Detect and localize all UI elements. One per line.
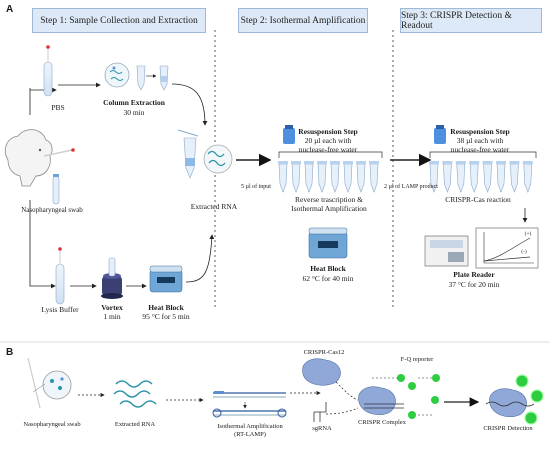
label-plate-reader: Plate Reader [453, 270, 495, 279]
label-column-time: 30 min [123, 108, 145, 117]
label-heat-block-1: Heat Block [148, 303, 184, 312]
label-plate-reader-condition: 37 °C for 20 min [448, 280, 500, 289]
label-vortex-time: 1 min [103, 312, 121, 321]
rna-circle-icon [203, 144, 233, 174]
pcr-tube-cap [442, 161, 453, 164]
label-b-extracted-rna: Extracted RNA [114, 421, 156, 428]
label-extracted-rna: Extracted RNA [190, 202, 238, 211]
pcr-tube [317, 163, 327, 193]
label-b-sgrna: sgRNA [312, 425, 332, 432]
pcr-tube [369, 163, 379, 193]
pcr-tube-cap [356, 161, 366, 164]
swab-stick [43, 149, 73, 157]
pcr-tube [496, 163, 506, 193]
label-pbs: PBS [51, 103, 65, 112]
plot-positive-label: (+) [524, 231, 532, 237]
heat-block-1-icon [149, 265, 183, 293]
heat-block-2-icon [308, 227, 348, 259]
label-heat-block-2: Heat Block [310, 264, 346, 273]
pcr-tube [291, 163, 301, 193]
label-crispr-reaction: CRISPR-Cas reaction [445, 195, 511, 204]
label-heat-block-2-condition: 62 °C for 40 min [302, 274, 354, 283]
label-resuspension-2-volume: 38 µl each with [456, 136, 504, 145]
pcr-tube [278, 163, 288, 193]
pcr-tube-cap [455, 161, 466, 164]
step-3-banner: Step 3: CRISPR Detection & Readout [400, 8, 542, 33]
label-rt-line-2: Isothermal Amplification [291, 204, 367, 213]
pcr-tube-cap [509, 161, 520, 164]
label-b-rt-lamp: (RT-LAMP) [234, 431, 266, 438]
sgrna-icon [313, 402, 327, 422]
crispr-complex-icon [358, 386, 404, 415]
pcr-tube-cap [369, 161, 379, 164]
pcr-tube [510, 163, 519, 193]
label-lamp-product: 2 µl of LAMP product [384, 184, 438, 190]
pcr-tube [330, 163, 340, 193]
label-column-extraction: Column Extraction [103, 98, 165, 107]
rna-tube-icon [177, 129, 199, 179]
head-icon [4, 129, 53, 187]
label-rt-line-1: Reverse trascription & [295, 195, 363, 204]
step-1-banner: Step 1: Sample Collection and Extraction [32, 8, 206, 33]
crispr-detection-icon [485, 374, 544, 425]
pcr-tube [304, 163, 314, 193]
column-extraction-icon [104, 62, 169, 91]
pcr-tube [469, 163, 479, 193]
step-2-banner: Step 2: Isothermal Amplification [238, 8, 368, 33]
label-b-isothermal: Isothermal Amplification [217, 423, 283, 430]
pcr-tube [356, 163, 366, 193]
pcr-tube-cap [429, 161, 439, 164]
panel-label-b: B [6, 347, 14, 358]
label-b-swab: Nasopharyngeal swab [23, 421, 81, 428]
label-resuspension-1-water: nuclease-free water [298, 145, 358, 154]
pcr-tube-cap [522, 161, 533, 164]
label-vortex: Vortex [101, 303, 123, 312]
cas12-icon [302, 358, 341, 386]
pcr-tube [343, 163, 353, 193]
pcr-tube [456, 163, 466, 193]
pcr-tube-cap [469, 161, 480, 164]
pcr-tube-cap [482, 161, 493, 164]
rna-strands-icon [113, 380, 157, 408]
fq-reporter-dots [397, 374, 440, 419]
pcr-tube [443, 163, 452, 193]
lamp-amplicon-icon [212, 391, 287, 418]
panel-label-a: A [6, 4, 14, 15]
label-lysis-buffer: Lysis Buffer [41, 305, 79, 314]
lysis-tube-icon [55, 247, 65, 305]
reagent-bottle-2-icon [434, 125, 446, 144]
swab-b-icon [27, 357, 72, 409]
label-resuspension-1-volume: 20 µl each with [304, 136, 352, 145]
label-b-crispr-complex: CRISPR Complex [358, 419, 406, 426]
pcr-tube-cap [317, 161, 327, 164]
label-resuspension-1: Resuspension Step [298, 127, 358, 136]
pcr-tube-cap [330, 161, 340, 164]
plot-negative-label: (-) [521, 249, 527, 255]
pcr-tube-cap [291, 161, 301, 164]
reagent-bottle-1-icon [283, 125, 295, 144]
pcr-tube-cap [343, 161, 353, 164]
label-heat-block-1-condition: 95 °C for 5 min [142, 312, 190, 321]
pcr-tube-cap [304, 161, 314, 164]
label-b-crispr-detection: CRISPR Detection [483, 425, 533, 432]
pcr-tube [483, 163, 492, 193]
label-b-cas12: CRISPR-Cas12 [303, 349, 345, 356]
label-resuspension-2: Resuspension Step [450, 127, 510, 136]
pbs-tube-icon [43, 45, 53, 97]
pcr-tube-strip-1 [278, 161, 379, 193]
sample-tube-icon [52, 174, 60, 205]
pcr-tube-strip-2 [429, 161, 533, 193]
pcr-tube-cap [278, 161, 288, 164]
label-input-volume: 5 µl of input [241, 184, 271, 190]
vortex-icon [101, 257, 123, 299]
pcr-tube [523, 163, 533, 193]
plate-reader-icon [424, 235, 469, 267]
kinetic-plot [475, 227, 539, 269]
label-swab: Nasopharyngeal swab [21, 206, 83, 214]
label-b-fq-reporter: F-Q reporter [400, 356, 434, 363]
pcr-tube-cap [496, 161, 506, 164]
label-resuspension-2-water: nuclease-free water [450, 145, 510, 154]
